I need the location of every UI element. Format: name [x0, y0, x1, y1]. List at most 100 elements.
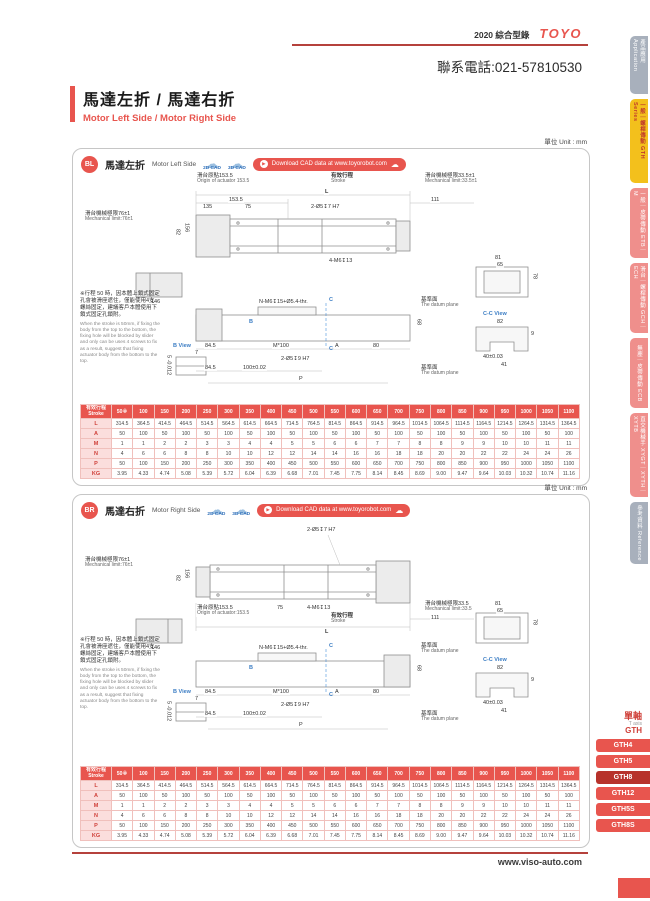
- stroke-col-header: 350: [238, 766, 261, 781]
- sidebar-tab[interactable]: 一般｜螺桿傳動 GTH Series: [630, 99, 648, 183]
- sidebar-tab[interactable]: 無塵｜皮帶傳動 ECB: [630, 338, 648, 408]
- spec-cell: 100: [515, 428, 538, 439]
- spec-row-label: L: [80, 780, 112, 791]
- cloud-icon: ☁: [390, 159, 399, 169]
- cad-3d-download[interactable]: ☁ 3D CAD: [232, 503, 250, 518]
- cad-3d-label: 3D CAD: [227, 165, 246, 171]
- dim-l: L: [324, 189, 330, 196]
- dim-75: 75: [244, 204, 253, 211]
- download-cad-button[interactable]: ▶ Download CAD data at www.toyorobot.com…: [257, 503, 411, 517]
- stroke-col-header: 400: [259, 404, 283, 419]
- spec-cell: 4: [259, 800, 283, 811]
- dim-84-5-b: 84.5: [204, 365, 217, 372]
- cad-3d-download[interactable]: ☁ 3D CAD: [228, 157, 246, 172]
- stroke-col-header: 1100: [557, 766, 581, 781]
- label-mech-right-zh: 滑台機械極限33.5: [425, 601, 469, 607]
- download-cad-button[interactable]: ▶ Download CAD data at www.toyorobot.com…: [252, 157, 406, 171]
- spec-cell: 950: [493, 458, 517, 469]
- sidebar-tab[interactable]: 直交機械手 XYGT｜XYTH｜XYTB: [630, 413, 648, 497]
- spec-cell: 100: [472, 790, 495, 801]
- spec-cell: 300: [217, 458, 240, 469]
- label-datum-zh: 基準面: [421, 365, 438, 371]
- spec-cell: 100: [429, 428, 453, 439]
- spec-cell: 464.5: [174, 780, 198, 791]
- panel-title-en: Motor Right Side: [152, 506, 201, 514]
- panel-motor-left: 單位 Unit : mm BL 馬達左折 Motor Left Side ☁ 2…: [72, 139, 590, 486]
- spec-cell: 1264.5: [515, 780, 538, 791]
- spec-cell: 6: [153, 448, 176, 459]
- spec-cell: 4: [238, 800, 261, 811]
- cloud-icon: ☁: [395, 505, 404, 515]
- spec-cell: 10: [493, 438, 517, 449]
- spec-cell: 414.5: [153, 780, 176, 791]
- spec-cell: 5: [281, 438, 304, 449]
- spec-cell: 9: [472, 800, 495, 811]
- spec-row-label: KG: [80, 830, 112, 841]
- cad-2d-download[interactable]: ☁ 2D CAD: [203, 157, 221, 172]
- spec-cell: 100: [344, 790, 368, 801]
- spec-cell: 6.68: [281, 830, 304, 841]
- spec-cell: 8: [196, 810, 219, 821]
- spec-cell: 4.33: [132, 468, 155, 479]
- spec-cell: 900: [472, 458, 495, 469]
- spec-cell: 50: [451, 790, 474, 801]
- spec-cell: 50: [281, 790, 304, 801]
- spec-row-label: A: [80, 428, 112, 439]
- spec-cell: 400: [259, 820, 283, 831]
- spec-row-label: KG: [80, 468, 112, 479]
- stroke-col-header: 350: [238, 404, 261, 419]
- spec-cell: 850: [451, 820, 474, 831]
- spec-cell: 100: [387, 790, 410, 801]
- stroke-col-header: 50※: [110, 404, 134, 419]
- dim-111: 111: [430, 615, 441, 622]
- label-datum-zh: 基準面: [421, 643, 438, 649]
- footer-url: www.viso-auto.com: [497, 857, 582, 867]
- sidebar-tab[interactable]: 一般｜皮帶傳動 ETB｜M: [630, 188, 648, 258]
- header-rule: [292, 44, 588, 46]
- stroke-col-header: 950: [493, 766, 517, 781]
- sidebar-tab[interactable]: 參考資料 Reference: [630, 502, 648, 564]
- spec-cell: 1050: [536, 458, 559, 469]
- label-mech-left-en: Mechanical limit:76±1: [85, 216, 134, 223]
- cad-2d-download[interactable]: ☁ 2D CAD: [207, 503, 225, 518]
- sidebar-tab[interactable]: 產品應用 Application: [630, 36, 648, 94]
- toyo-logo: TOYO: [539, 26, 582, 41]
- label-b-view: B View: [173, 343, 191, 349]
- spec-cell: 6.04: [238, 468, 261, 479]
- dim-100: 100±0.02: [242, 365, 267, 372]
- stroke-col-header: 500: [302, 766, 325, 781]
- dim-40: 40±0.03: [482, 700, 504, 707]
- spec-cell: 314.5: [110, 418, 134, 429]
- spec-cell: 16: [366, 448, 389, 459]
- sidebar-tab[interactable]: 滑台｜螺桿傳動 GCH｜ECH: [630, 263, 648, 333]
- axis-menu-item-gth5[interactable]: GTH5: [596, 755, 650, 769]
- dim-p: P: [298, 722, 304, 729]
- label-cc-view: C-C View: [483, 311, 507, 317]
- spec-cell: 11.16: [557, 830, 581, 841]
- spec-cell: 12: [259, 810, 283, 821]
- axis-menu-item-gth5s[interactable]: GTH5S: [596, 803, 650, 817]
- spec-cell: 100: [217, 428, 240, 439]
- spec-cell: 300: [217, 820, 240, 831]
- spec-cell: 20: [451, 448, 474, 459]
- axis-menu-item-gth8[interactable]: GTH8: [596, 771, 650, 785]
- spec-cell: 50: [110, 428, 134, 439]
- spec-cell: 1: [132, 438, 155, 449]
- panel-header: BL 馬達左折 Motor Left Side ☁ 2D CAD ☁ 3D CA…: [73, 149, 589, 174]
- axis-menu-item-gth12[interactable]: GTH12: [596, 787, 650, 801]
- axis-menu-item-gth8s[interactable]: GTH8S: [596, 819, 650, 833]
- spec-cell: 1100: [557, 458, 581, 469]
- axis-menu-item-gth4[interactable]: GTH4: [596, 739, 650, 753]
- spec-cell: 100: [132, 458, 155, 469]
- download-cad-label: Download CAD data at www.toyorobot.com: [276, 507, 392, 513]
- note-en: When the stroke is 50mm, if fixing the b…: [80, 321, 160, 364]
- label-datum-en: The datum plane: [421, 716, 459, 723]
- spec-cell: 9: [451, 800, 474, 811]
- marker-c-top: C: [329, 643, 333, 649]
- stroke-note: ※行程 50 時，因本體上鎖式固定孔會被滑座遮住，僅能使用4支螺絲固定，建議客戶…: [80, 291, 160, 365]
